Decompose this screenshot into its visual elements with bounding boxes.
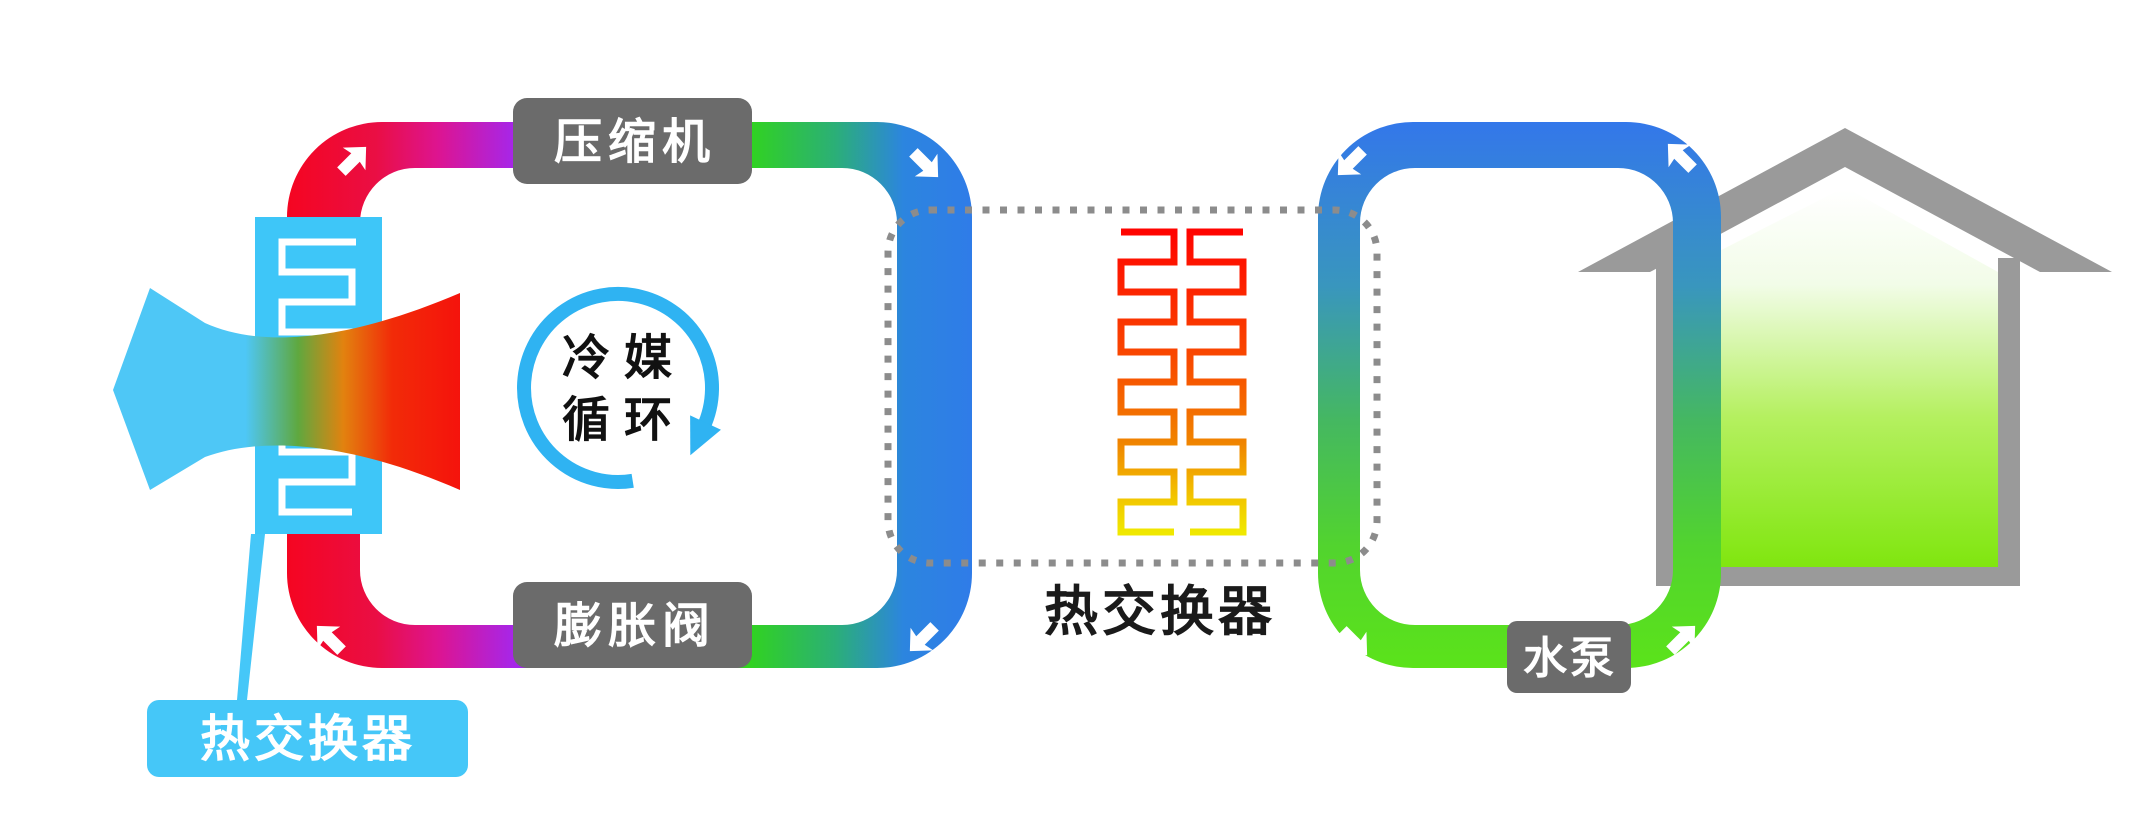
cycle-arrowhead-icon [690,415,721,456]
cycle-text-line2: 循环 [562,394,686,447]
water-pump-label: 水泵 [1507,621,1631,693]
water-loop-pipe [1318,122,1721,668]
label-callout-line [237,534,265,700]
cycle-arrow-icon [517,287,720,489]
intermediate-heat-exchanger-label-text: 热交换器 [1044,582,1276,642]
cycle-text-line1: 冷媒 [562,332,686,385]
expansion-valve-label-text: 膨胀阀 [554,600,716,653]
expansion-valve-label: 膨胀阀 [513,582,752,668]
heat-exchanger-coil [1114,225,1250,539]
house-interior [1678,187,1998,567]
air-heat-exchanger-label: 热交换器 [147,700,468,777]
water-pump-label-text: 水泵 [1523,634,1617,683]
house-wall-left [1656,258,1678,586]
house [1578,128,2112,586]
compressor-label: 压缩机 [513,98,752,184]
house-wall-right [1998,258,2020,586]
compressor-label-text: 压缩机 [554,116,716,169]
air-flow-arrow [113,288,460,490]
refrigerant-cycle-indicator: 冷媒 循环 [517,287,721,489]
house-floor [1656,567,2020,586]
air-heat-exchanger-label-text: 热交换器 [200,711,416,767]
refrigerant-loop-pipe [287,122,972,668]
